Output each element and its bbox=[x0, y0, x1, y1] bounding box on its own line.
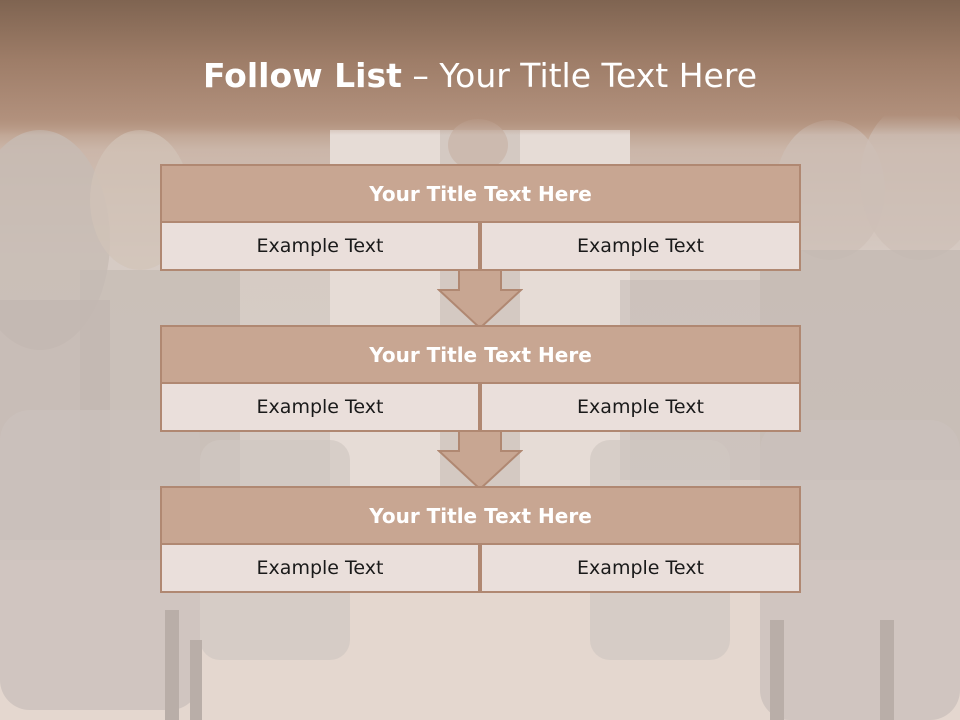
title-rest-part: Your Title Text Here bbox=[439, 56, 758, 95]
step-heading: Your Title Text Here bbox=[160, 486, 801, 545]
title-separator: – bbox=[401, 56, 440, 95]
step-box-3: Your Title Text Here Example Text Exampl… bbox=[160, 486, 801, 593]
step-right-text: Example Text bbox=[480, 382, 801, 432]
step-left-text: Example Text bbox=[160, 382, 480, 432]
header-band bbox=[0, 0, 960, 135]
step-heading: Your Title Text Here bbox=[160, 325, 801, 384]
step-right-text: Example Text bbox=[480, 221, 801, 271]
slide-title: Follow List – Your Title Text Here bbox=[0, 54, 960, 98]
step-box-2: Your Title Text Here Example Text Exampl… bbox=[160, 325, 801, 432]
down-arrow-icon bbox=[437, 270, 523, 330]
down-arrow-icon bbox=[437, 431, 523, 491]
step-left-text: Example Text bbox=[160, 543, 480, 593]
step-box-1: Your Title Text Here Example Text Exampl… bbox=[160, 164, 801, 271]
step-left-text: Example Text bbox=[160, 221, 480, 271]
step-heading: Your Title Text Here bbox=[160, 164, 801, 223]
step-right-text: Example Text bbox=[480, 543, 801, 593]
title-bold-part: Follow List bbox=[202, 56, 402, 95]
